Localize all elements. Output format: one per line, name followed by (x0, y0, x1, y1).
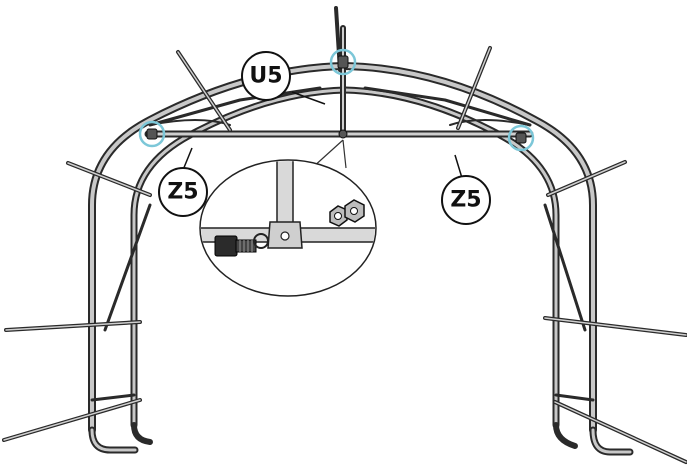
nut-icon (329, 199, 365, 227)
highlight-ring-left (138, 120, 166, 148)
callout-u5-label: U5 (249, 64, 282, 89)
u5-leader (291, 91, 326, 105)
callout-z5-left: Z5 (158, 167, 208, 217)
highlight-ring-right (507, 124, 535, 152)
highlight-ring-top (329, 48, 357, 76)
right-lower-brace (449, 119, 531, 126)
joint-clamps (146, 55, 527, 144)
callout-leaders (182, 91, 463, 179)
callout-z5-right-label: Z5 (450, 188, 481, 213)
z5-left-leader (182, 147, 193, 171)
detail-leader-right (342, 139, 347, 169)
callout-z5-left-label: Z5 (167, 180, 198, 205)
arch-frame (88, 25, 634, 456)
highlight-rings (138, 48, 535, 152)
bolt-icon (214, 233, 269, 257)
callout-u5: U5 (241, 51, 291, 101)
z5-right-leader (454, 154, 463, 179)
callout-z5-right: Z5 (441, 175, 491, 225)
left-wall-diagonal (103, 203, 152, 332)
right-wall-diagonal (543, 203, 587, 332)
right-base-rail (554, 393, 595, 402)
left-base-rail (90, 393, 136, 402)
purlin-rods (2, 6, 687, 464)
right-brace (363, 86, 532, 127)
detail-zoom (199, 139, 377, 297)
